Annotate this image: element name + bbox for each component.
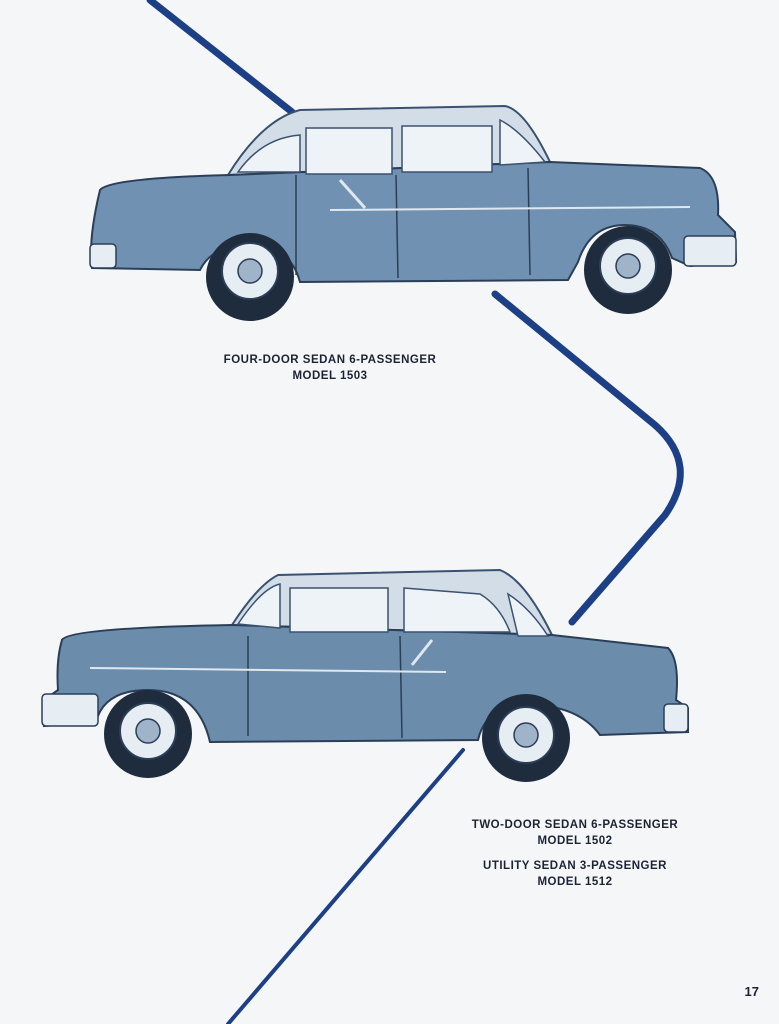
two-door-sedan-caption: TWO-DOOR SEDAN 6-PASSENGER MODEL 1502 [440,817,710,849]
utility-sedan-caption: UTILITY SEDAN 3-PASSENGER MODEL 1512 [440,858,710,890]
accent-line-bottom [226,748,465,1024]
utility-sedan-title: UTILITY SEDAN 3-PASSENGER [483,860,667,872]
four-door-sedan-model: MODEL 1503 [292,370,368,382]
two-door-sedan-image [41,568,689,782]
accent-line-middle [491,290,684,626]
accent-line-top [146,0,296,116]
four-door-sedan-image [89,104,738,321]
utility-sedan-model: MODEL 1512 [537,876,613,888]
two-door-sedan-title: TWO-DOOR SEDAN 6-PASSENGER [471,819,679,831]
two-door-sedan-model: MODEL 1502 [537,835,613,847]
four-door-sedan-title: FOUR-DOOR SEDAN 6-PASSENGER [223,354,437,366]
page-number: 17 [744,984,759,999]
four-door-sedan-caption: FOUR-DOOR SEDAN 6-PASSENGER MODEL 1503 [180,352,480,384]
